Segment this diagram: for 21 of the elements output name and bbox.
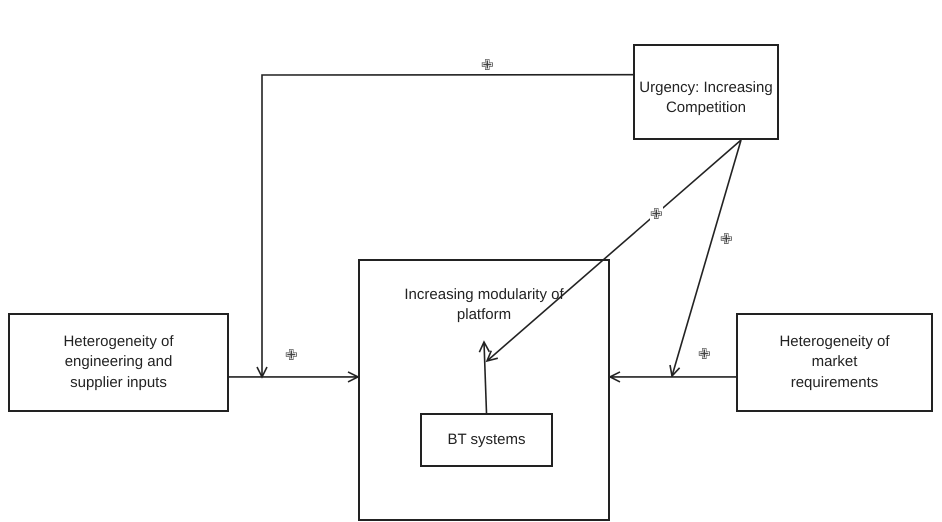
arrow — [478, 341, 490, 414]
edge-label: ✙ — [698, 347, 711, 362]
process-box — [736, 313, 933, 412]
node-text: Heterogeneity of market requirements — [778, 332, 891, 393]
arrow — [669, 140, 742, 377]
process-box — [420, 413, 553, 467]
edge-label: ✙ — [481, 58, 494, 73]
node-text: BT systems — [446, 430, 527, 450]
arrow — [486, 139, 742, 362]
arrow — [609, 371, 736, 383]
node-text: Heterogeneity of engineering and supplier inputs — [62, 332, 175, 393]
arrow — [229, 371, 359, 383]
edge-label: ✙ — [720, 232, 733, 247]
edge-label: ✙ — [650, 207, 663, 222]
process-box — [8, 313, 229, 412]
process-box — [633, 44, 779, 140]
arrow — [256, 74, 633, 378]
node-text: Urgency: Increasing Competition — [639, 78, 773, 118]
container-box — [358, 259, 610, 521]
edge-label: ✙ — [285, 348, 298, 363]
node-text: Increasing modularity of platform — [403, 284, 565, 325]
